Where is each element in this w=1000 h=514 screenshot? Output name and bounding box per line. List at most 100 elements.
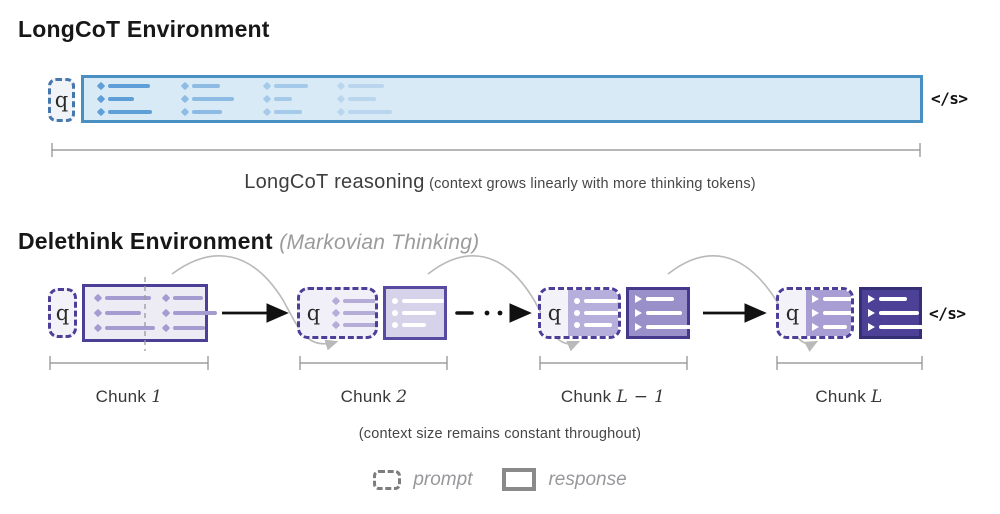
dot-bullet-icon (392, 322, 398, 328)
token-line-group (85, 293, 155, 333)
text-line (635, 309, 692, 317)
text-bar (274, 84, 308, 88)
text-line (180, 94, 234, 104)
chunk2-response-box (383, 286, 447, 340)
text-line (812, 323, 851, 331)
text-bar (646, 311, 682, 315)
diamond-bullet-icon (161, 308, 171, 318)
text-line (635, 295, 692, 303)
text-bar (192, 84, 220, 88)
text-line (96, 81, 152, 91)
text-bar (105, 296, 151, 300)
longcot-title: LongCoT Environment (18, 16, 270, 42)
chunk1-response-box (82, 284, 217, 342)
diamond-bullet-icon (336, 107, 346, 117)
tri-bullet-icon (812, 295, 819, 303)
chunkLminus1-label: Chunk L − 1 (560, 387, 666, 407)
text-line (180, 107, 234, 117)
text-bar (343, 299, 375, 303)
token-line-group (155, 293, 217, 333)
token-line-group (629, 290, 698, 336)
diamond-bullet-icon (331, 296, 341, 306)
token-line-group (180, 81, 234, 117)
diamond-bullet-icon (93, 323, 103, 333)
text-line (262, 107, 308, 117)
dot-bullet-icon (392, 310, 398, 316)
text-line (392, 310, 444, 316)
text-line (161, 308, 217, 318)
text-line (392, 298, 444, 304)
text-line (868, 309, 925, 317)
token-line-group (386, 289, 450, 337)
legend-response-label: response (548, 468, 627, 490)
text-bar (108, 110, 152, 114)
chunkLminus1-response-box (626, 287, 692, 339)
tri-bullet-icon (812, 323, 819, 331)
dot-bullet-icon (392, 298, 398, 304)
diamond-bullet-icon (180, 107, 190, 117)
text-bar (343, 323, 375, 327)
chunkL-carryover-lines (806, 290, 851, 336)
legend-response-swatch-icon (502, 468, 537, 491)
delethink-caption: (context size remains constant throughou… (358, 426, 642, 442)
diamond-bullet-icon (262, 81, 272, 91)
text-line (574, 322, 618, 328)
chunkLminus1-q-area: q (541, 290, 568, 336)
text-line (93, 293, 155, 303)
text-bar (402, 311, 436, 315)
text-line (93, 308, 155, 318)
diamond-bullet-icon (180, 94, 190, 104)
longcot-eos-token: </s> (931, 89, 968, 108)
chunkL-response-box (859, 287, 925, 339)
text-bar (402, 323, 426, 327)
text-line (574, 310, 618, 316)
text-line (96, 94, 152, 104)
diamond-bullet-icon (331, 320, 341, 330)
tri-bullet-icon (868, 323, 875, 331)
text-bar (584, 311, 618, 315)
dot-bullet-icon (574, 310, 580, 316)
diamond-bullet-icon (93, 293, 103, 303)
text-line (331, 308, 375, 318)
text-bar (105, 326, 155, 330)
text-bar (173, 296, 203, 300)
text-bar (108, 97, 134, 101)
text-line (635, 323, 692, 331)
text-bar (274, 97, 292, 101)
delethink-title: Delethink Environment (Markovian Thinkin… (18, 228, 479, 255)
text-line (336, 107, 392, 117)
longcot-reasoning-box (81, 75, 923, 123)
token-line-group (262, 81, 308, 117)
text-bar (646, 297, 674, 301)
chunkLminus1-prompt-box: q (538, 287, 621, 339)
legend-prompt-label: prompt (413, 468, 473, 490)
chunk1-label: Chunk 1 (95, 387, 163, 407)
prompt-q-label: q (547, 300, 562, 325)
token-line-group (862, 290, 931, 336)
text-bar (584, 299, 618, 303)
token-line-group (336, 81, 392, 117)
delethink-eos-token: </s> (929, 304, 966, 323)
text-bar (348, 110, 392, 114)
text-line (336, 81, 392, 91)
diamond-bullet-icon (262, 94, 272, 104)
text-line (336, 94, 392, 104)
legend-prompt-swatch-icon (373, 469, 402, 490)
text-line (574, 298, 618, 304)
diamond-bullet-icon (96, 107, 106, 117)
delethink-subtitle: (Markovian Thinking) (279, 231, 480, 254)
text-line (180, 81, 234, 91)
chunk2-label: Chunk 2 (340, 387, 408, 407)
text-bar (274, 110, 302, 114)
text-line (93, 323, 155, 333)
text-bar (823, 297, 851, 301)
text-bar (348, 84, 384, 88)
text-bar (192, 110, 222, 114)
diamond-bullet-icon (96, 94, 106, 104)
chunk2-q-area: q (300, 290, 327, 336)
tri-bullet-icon (868, 309, 875, 317)
text-line (161, 323, 217, 333)
tri-bullet-icon (812, 309, 819, 317)
tri-bullet-icon (868, 295, 875, 303)
